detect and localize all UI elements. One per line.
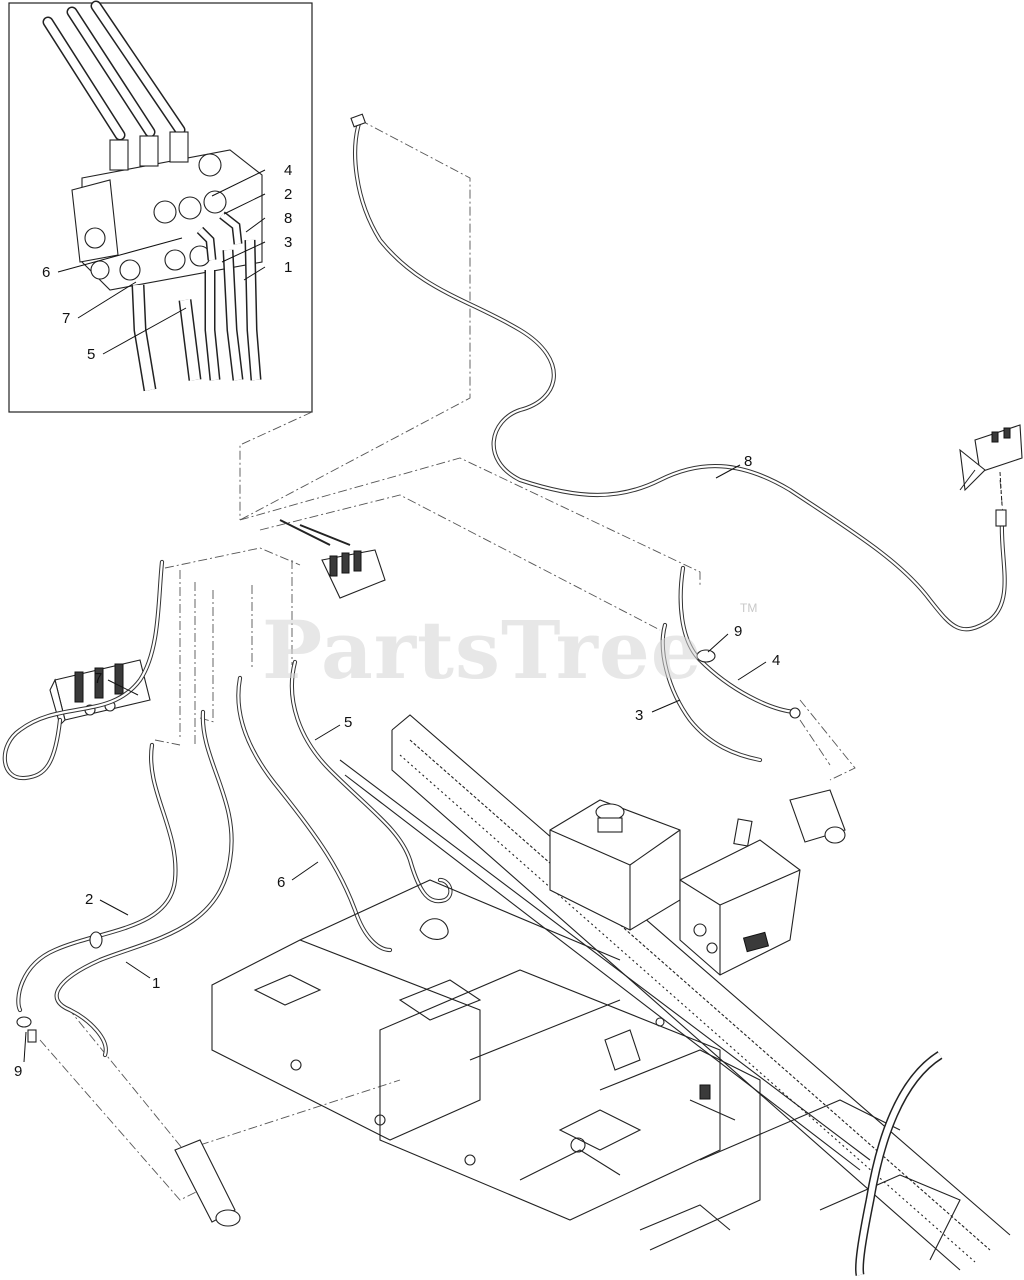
remote-valve-icon <box>959 424 1023 506</box>
callout-8: 8 <box>744 453 752 470</box>
hose-5 <box>289 659 453 904</box>
inset-hoses <box>131 211 262 392</box>
rear-hoop-icon <box>855 1051 943 1276</box>
tractor-frame-icon <box>211 714 1011 1271</box>
hose-1 <box>54 709 234 1058</box>
hydraulic-cylinder-icon <box>174 707 846 1227</box>
hose-2 <box>16 742 178 1013</box>
callout-9-right: 9 <box>734 623 742 640</box>
callout-2: 2 <box>85 891 93 908</box>
hydraulic-tank-icon <box>549 799 681 931</box>
inset-valve-icon <box>71 131 263 291</box>
callout-7: 7 <box>94 670 102 687</box>
hose-clamp-icon <box>16 649 716 1043</box>
control-levers-icon <box>42 0 186 141</box>
hydraulic-control-valve-icon <box>49 659 151 727</box>
callout-5: 5 <box>344 714 352 731</box>
watermark-trademark: TM <box>740 601 757 615</box>
inset-callout-8: 8 <box>284 210 292 227</box>
inset-callout-2: 2 <box>284 186 292 203</box>
inset-detail: 4 2 8 3 1 6 7 5 <box>8 0 313 413</box>
axle-bracket-icon <box>679 818 801 976</box>
callout-9-left: 9 <box>14 1063 22 1080</box>
hose-6 <box>236 675 393 953</box>
hose-3 <box>660 622 763 763</box>
callout-6: 6 <box>277 874 285 891</box>
callout-3: 3 <box>635 707 643 724</box>
hose-7 <box>2 559 165 781</box>
inset-callout-1: 1 <box>284 259 292 276</box>
inset-callout-4: 4 <box>284 162 292 179</box>
inset-callout-5: 5 <box>87 346 95 363</box>
main-callouts: 8 9 4 3 7 5 6 2 1 9 <box>14 453 780 1080</box>
watermark-text: PartsTree <box>262 603 703 697</box>
callout-1: 1 <box>152 975 160 992</box>
callout-4: 4 <box>772 652 780 669</box>
inset-callout-7: 7 <box>62 310 70 327</box>
inset-callout-3: 3 <box>284 234 292 251</box>
switch-icon <box>419 918 736 1121</box>
inset-callout-6: 6 <box>42 264 50 281</box>
hose-8 <box>350 113 1007 632</box>
main-control-valve-icon <box>279 519 386 599</box>
